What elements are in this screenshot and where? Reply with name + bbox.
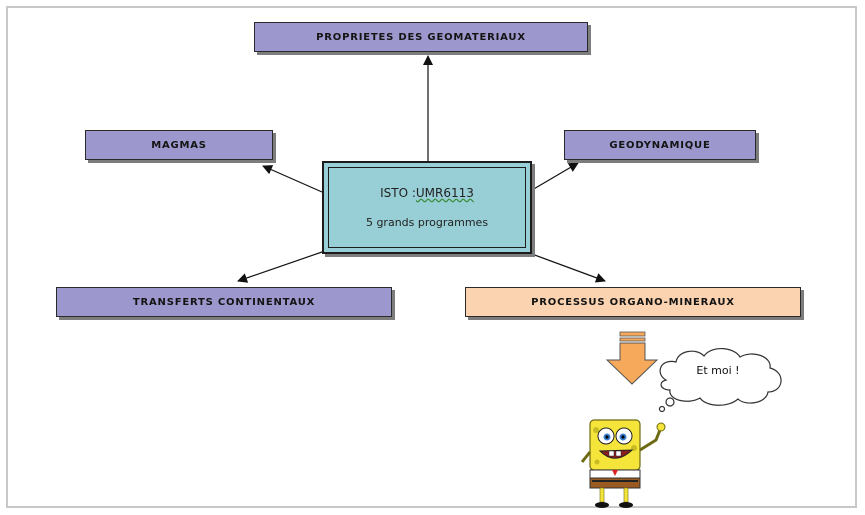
- center-box-isto: ISTO :UMR6113 5 grands programmes: [322, 161, 532, 254]
- thought-bubble-icon: [658, 348, 782, 413]
- center-title-prefix: ISTO :: [380, 186, 416, 200]
- box-label: PROCESSUS ORGANO-MINERAUX: [531, 296, 735, 308]
- box-magmas: MAGMAS: [85, 130, 273, 160]
- box-label: GEODYNAMIQUE: [609, 139, 711, 151]
- arrow-to-transferts: [237, 251, 323, 283]
- diagram-frame: [6, 6, 857, 508]
- center-box-inner: ISTO :UMR6113 5 grands programmes: [328, 167, 526, 248]
- center-subtitle: 5 grands programmes: [365, 216, 489, 229]
- box-label: TRANSFERTS CONTINENTAUX: [132, 296, 316, 308]
- box-transferts-continentaux: TRANSFERTS CONTINENTAUX: [56, 287, 392, 317]
- arrow-to-magmas: [262, 165, 323, 193]
- box-label: PROPRIETES DES GEOMATERIAUX: [316, 31, 526, 43]
- box-processus-organo-mineraux: PROCESSUS ORGANO-MINERAUX: [465, 287, 801, 317]
- sponge-character-icon: [580, 419, 666, 508]
- box-proprietes-geomateriaux: PROPRIETES DES GEOMATERIAUX: [254, 22, 588, 52]
- center-title: ISTO :UMR6113: [380, 186, 474, 200]
- center-title-code: UMR6113: [415, 186, 474, 200]
- box-geodynamique: GEODYNAMIQUE: [564, 130, 756, 160]
- arrow-to-processus: [531, 253, 606, 283]
- down-arrow-icon: [605, 331, 659, 385]
- box-label: MAGMAS: [151, 139, 207, 151]
- arrow-to-geodynamique: [531, 162, 579, 191]
- speech-bubble-text: Et moi !: [696, 364, 740, 377]
